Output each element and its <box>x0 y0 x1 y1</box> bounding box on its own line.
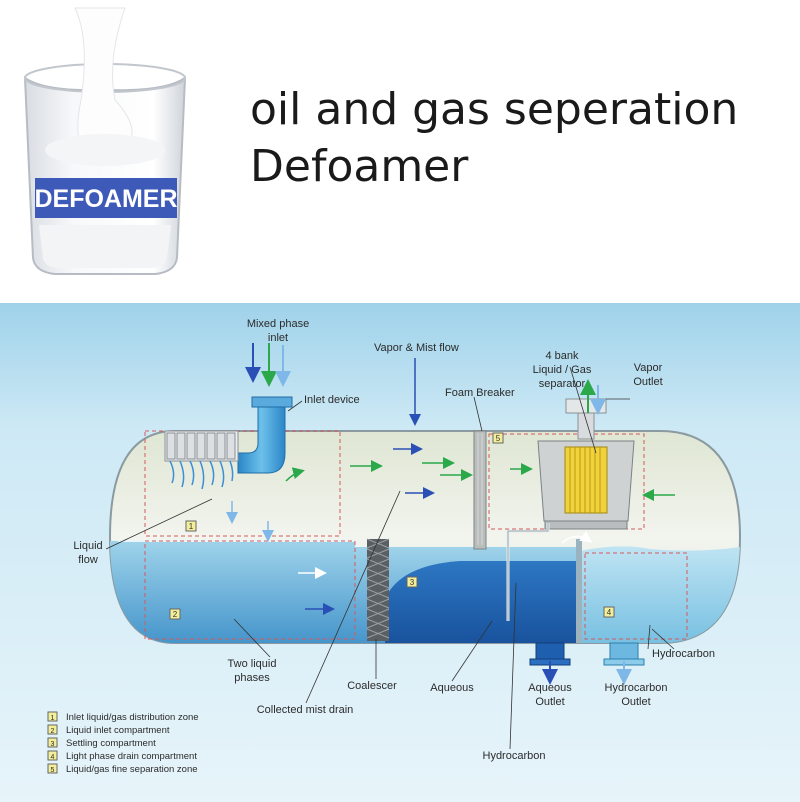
svg-text:1: 1 <box>189 522 194 531</box>
svg-text:2: 2 <box>51 728 55 735</box>
svg-text:Settling compartment: Settling compartment <box>66 738 156 749</box>
label-vapor-mist-flow: Vapor & Mist flow <box>374 342 459 354</box>
svg-text:Light phase drain compartment: Light phase drain compartment <box>66 751 197 762</box>
zone-marker-4: 4 <box>603 606 615 618</box>
label-hydrocarbon-outlet-1: Hydrocarbon <box>605 682 668 694</box>
foam-breaker <box>473 430 487 550</box>
svg-text:Liquid/gas fine separation zon: Liquid/gas fine separation zone <box>66 764 198 775</box>
label-inlet-device: Inlet device <box>304 394 360 406</box>
zone-marker-3: 3 <box>406 576 418 588</box>
hydrocarbon-layer <box>580 546 740 643</box>
zone-marker-2: 2 <box>169 608 181 620</box>
label-two-liquid-phases-1: Two liquid <box>228 658 277 670</box>
page-title-line-1: oil and gas seperation <box>250 84 739 135</box>
label-coalescer: Coalescer <box>347 680 397 692</box>
label-two-liquid-phases-2: phases <box>234 672 270 684</box>
inlet-device <box>164 396 293 490</box>
label-collected-mist-drain: Collected mist drain <box>257 704 354 716</box>
svg-text:4: 4 <box>607 608 612 617</box>
svg-text:1: 1 <box>51 715 55 722</box>
flow-arrows <box>226 343 675 685</box>
label-hydrocarbon-right: Hydrocarbon <box>652 648 715 660</box>
svg-text:2: 2 <box>173 610 178 619</box>
separator-diagram: 1 2 3 4 5 Mixed phase inlet Inlet device… <box>0 303 800 802</box>
zone-marker-5: 5 <box>492 432 504 444</box>
aqueous-layer <box>385 561 580 643</box>
label-foam-breaker: Foam Breaker <box>445 387 515 399</box>
label-mixed-phase-inlet-1: Mixed phase <box>247 318 309 330</box>
legend-item: 2 Liquid inlet compartment <box>47 724 170 736</box>
weir-wall <box>576 539 582 643</box>
beaker-label-band <box>35 178 177 218</box>
label-aqueous-outlet-1: Aqueous <box>528 682 572 694</box>
label-hydrocarbon-bottom: Hydrocarbon <box>483 750 546 762</box>
label-liquid-flow-2: flow <box>78 554 98 566</box>
svg-text:3: 3 <box>51 741 55 748</box>
svg-text:5: 5 <box>496 434 501 443</box>
label-aqueous: Aqueous <box>430 682 474 694</box>
separator-vessel <box>108 430 742 644</box>
leader-lines <box>105 366 675 750</box>
label-aqueous-outlet-2: Outlet <box>535 696 564 708</box>
zone-legend: 1 Inlet liquid/gas distribution zone 2 L… <box>47 711 199 775</box>
label-liquid-flow-1: Liquid <box>73 540 102 552</box>
svg-text:Liquid inlet compartment: Liquid inlet compartment <box>66 725 170 736</box>
defoamer-beaker-image: DEFOAMER <box>23 7 187 275</box>
label-four-bank-1: 4 bank <box>545 350 579 362</box>
legend-item: 3 Settling compartment <box>47 737 156 749</box>
svg-text:Inlet liquid/gas distribution: Inlet liquid/gas distribution zone <box>66 712 199 723</box>
page-title-line-2: Defoamer <box>250 141 469 192</box>
legend-item: 4 Light phase drain compartment <box>47 750 197 762</box>
beaker-label-text: DEFOAMER <box>34 185 177 213</box>
legend-item: 5 Liquid/gas fine separation zone <box>47 763 198 775</box>
label-four-bank-2: Liquid / Gas <box>533 364 592 376</box>
svg-text:5: 5 <box>51 767 55 774</box>
legend-item: 1 Inlet liquid/gas distribution zone <box>47 711 199 723</box>
label-vapor-outlet-2: Outlet <box>633 376 662 388</box>
svg-text:4: 4 <box>51 754 55 761</box>
four-bank-separator <box>537 398 635 530</box>
zone-marker-1: 1 <box>185 520 197 532</box>
zone-boundaries <box>144 430 688 640</box>
label-vapor-outlet-1: Vapor <box>634 362 663 374</box>
svg-text:3: 3 <box>410 578 415 587</box>
label-mixed-phase-inlet-2: inlet <box>268 332 288 344</box>
label-four-bank-3: separator <box>539 378 586 390</box>
label-hydrocarbon-outlet-2: Outlet <box>621 696 650 708</box>
